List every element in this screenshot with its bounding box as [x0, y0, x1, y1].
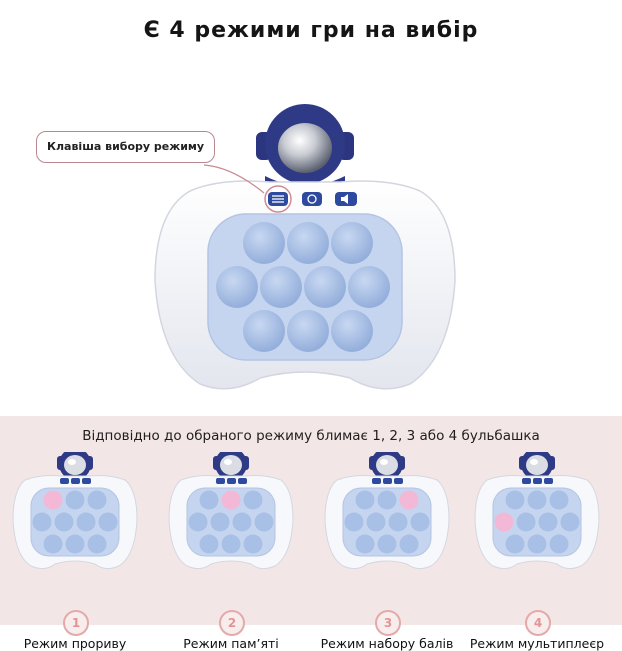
mode-number-1: 1 [63, 610, 89, 636]
bubble [527, 490, 547, 510]
bubble [377, 490, 397, 510]
bubble [210, 512, 230, 532]
bubble [527, 534, 547, 554]
speaker-icon [341, 194, 348, 204]
bubble [410, 512, 430, 532]
modes-caption: Відповідно до обраного режиму блимає 1, … [82, 428, 540, 444]
bubble [399, 534, 419, 554]
bubble [32, 512, 52, 532]
bubble [232, 512, 252, 532]
mode-4-toy [474, 452, 600, 570]
bubble [87, 534, 107, 554]
mode-3-toy [324, 452, 450, 570]
mode-label-1: Режим прориву [23, 636, 127, 651]
speaker-icon [544, 478, 553, 484]
power-button [302, 192, 322, 206]
list-icon [272, 195, 284, 203]
speaker-icon [82, 478, 91, 484]
speaker-icon [238, 478, 247, 484]
page-title: Є 4 режими гри на вибір [143, 18, 479, 43]
bubble [254, 512, 274, 532]
mode-2-toy [168, 452, 294, 570]
bubble [505, 534, 525, 554]
bubble [505, 490, 525, 510]
mode-label-3: Режим набору балів [320, 636, 454, 651]
highlighted-bubble [43, 490, 63, 510]
bubble [54, 512, 74, 532]
power-icon [533, 478, 542, 484]
highlighted-bubble [494, 512, 514, 532]
power-icon [383, 478, 392, 484]
mode-number-2: 2 [219, 610, 245, 636]
mode-card-2: 2 Режим пам’яті [156, 452, 306, 651]
power-icon [307, 194, 317, 204]
bubble [199, 490, 219, 510]
bubble [538, 512, 558, 532]
bubble [243, 490, 263, 510]
bubble [221, 534, 241, 554]
bubble [76, 512, 96, 532]
sound-button [335, 192, 357, 206]
list-icon [60, 478, 69, 484]
bubble [355, 534, 375, 554]
bubble [243, 534, 263, 554]
bubble [355, 490, 375, 510]
power-icon [71, 478, 80, 484]
modes-panel: Відповідно до обраного режиму блимає 1, … [0, 416, 622, 651]
bubble [560, 512, 580, 532]
mode-label-4: Режим мультиплеєр [469, 636, 605, 651]
mode-number-4: 4 [525, 610, 551, 636]
bubble [87, 490, 107, 510]
bubble [344, 512, 364, 532]
mode-card-3: 3 Режим набору балів [312, 452, 462, 651]
bubble [549, 490, 569, 510]
mode-card-4: 4 Режим мультиплеєр [462, 452, 612, 651]
mode-key-callout: Клавіша вибору режиму [36, 131, 216, 163]
list-icon [522, 478, 531, 484]
bubble [199, 534, 219, 554]
bubble [65, 490, 85, 510]
bubble [65, 534, 85, 554]
bubble [377, 534, 397, 554]
list-icon [216, 478, 225, 484]
power-icon [227, 478, 236, 484]
bubble [516, 512, 536, 532]
bubble [98, 512, 118, 532]
bubble [366, 512, 386, 532]
mode-label-2: Режим пам’яті [183, 636, 279, 651]
speaker-icon [394, 478, 403, 484]
list-icon [372, 478, 381, 484]
mode-1-toy [12, 452, 138, 570]
bubble [549, 534, 569, 554]
astronaut-head-icon [256, 104, 354, 192]
mode-select-button [264, 185, 292, 213]
bubble [43, 534, 63, 554]
mode-card-1: 1 Режим прориву [0, 452, 150, 651]
highlighted-bubble [399, 490, 419, 510]
highlighted-bubble [221, 490, 241, 510]
bubble [388, 512, 408, 532]
mode-number-3: 3 [375, 610, 401, 636]
pop-it-toy [154, 104, 456, 390]
bubble-grid [216, 222, 390, 352]
bubble [188, 512, 208, 532]
